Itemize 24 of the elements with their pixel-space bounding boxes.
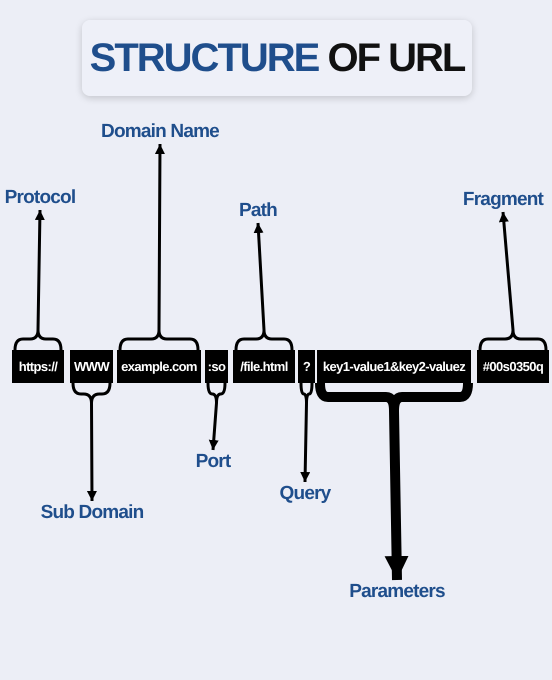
title: STRUCTURE OF URL [88,35,466,82]
arrow [118,142,200,352]
url-segment: example.com [117,350,201,383]
arrow [234,222,294,352]
part-label: Query [270,482,340,506]
arrow [206,382,226,452]
url-segment: key1-value1&key2-valuez [317,350,471,383]
url-segment: ? [298,350,315,383]
arrow [14,208,62,352]
arrow [300,382,314,484]
arrow [478,210,548,352]
url-segment: WWW [70,350,113,383]
url-segment: /file.html [233,350,295,383]
part-label: Sub Domain [32,501,152,525]
arrow [72,382,112,502]
url-segment: https:// [12,350,64,383]
url-segment: :so [205,350,228,383]
part-label: Fragment [453,188,552,212]
part-label: Protocol [0,186,90,210]
part-label: Path [228,199,288,223]
url-segment: #00s0350q [477,350,549,383]
part-label: Domain Name [95,120,225,144]
part-label: Port [183,450,243,474]
part-label: Parameters [337,580,457,604]
